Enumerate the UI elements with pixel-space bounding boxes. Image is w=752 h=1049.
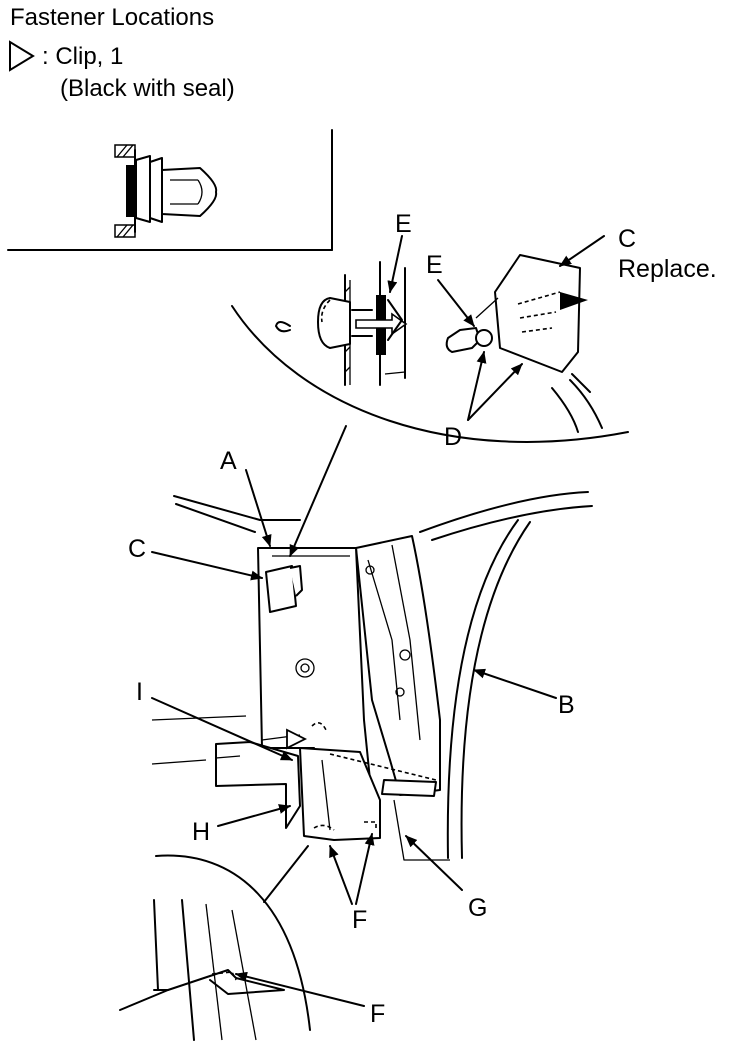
- label-f-detail: F: [370, 1000, 385, 1028]
- label-g: G: [468, 894, 487, 922]
- label-c-replace-note: Replace.: [618, 255, 717, 283]
- legend-clip-note: (Black with seal): [60, 75, 235, 102]
- label-i: I: [136, 678, 143, 706]
- label-h: H: [192, 818, 210, 846]
- main-illustration: [151, 491, 593, 861]
- label-d: D: [444, 423, 462, 451]
- label-c-side: C: [128, 535, 146, 563]
- clip-detail-inset: [7, 129, 333, 251]
- legend-clip-text: : Clip, 1: [42, 43, 123, 70]
- label-b: B: [558, 691, 575, 719]
- title: Fastener Locations: [10, 4, 214, 31]
- label-e-right: E: [426, 251, 443, 279]
- label-a: A: [220, 447, 237, 475]
- clip-triangle-icon: [286, 728, 308, 750]
- label-c-top: C: [618, 225, 636, 253]
- label-f-main: F: [352, 906, 367, 934]
- lower-clip-detail: [119, 854, 311, 1041]
- clip-removal-detail: [231, 254, 629, 443]
- leader-lines: [151, 235, 605, 1007]
- label-e-left: E: [395, 210, 412, 238]
- clip-triangle-icon: [9, 40, 35, 72]
